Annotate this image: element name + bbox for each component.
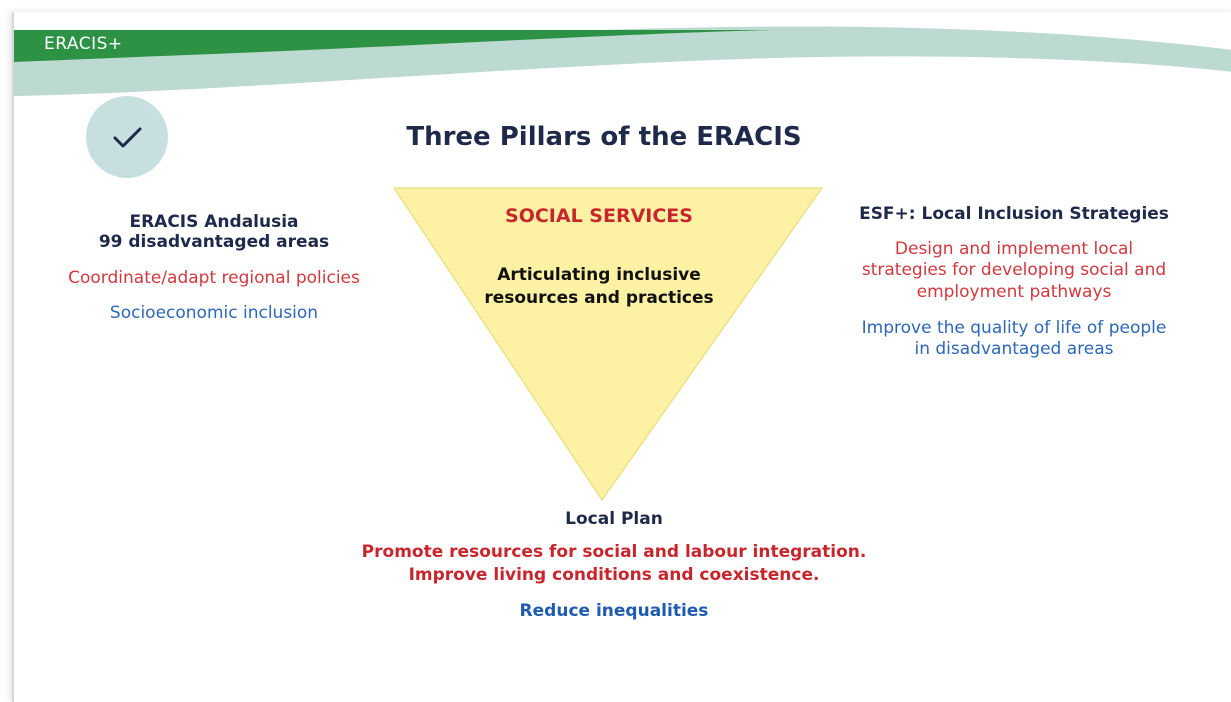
bottom-red-text: Promote resources for social and labour …: [361, 542, 867, 585]
slide: ERACIS+ Three Pillars of the ERACIS SOCI…: [12, 12, 1231, 702]
bottom-pillar: Local Plan Promote resources for social …: [304, 509, 924, 621]
right-heading: ESF+: Local Inclusion Strategies: [859, 204, 1169, 224]
triangle-body: Articulating inclusive resources and pra…: [484, 265, 714, 308]
header-label: ERACIS+: [44, 34, 123, 54]
right-red-text: Design and implement local strategies fo…: [861, 239, 1167, 302]
bottom-blue-text: Reduce inequalities: [519, 600, 709, 621]
left-heading-line1: ERACIS Andalusia: [129, 212, 299, 232]
left-heading: ERACIS Andalusia 99 disadvantaged areas: [34, 212, 394, 253]
left-red-text: Coordinate/adapt regional policies: [68, 267, 360, 288]
bottom-heading: Local Plan: [565, 509, 663, 529]
right-pillar: ESF+: Local Inclusion Strategies Design …: [824, 204, 1204, 360]
social-services-triangle: [394, 187, 824, 502]
left-heading-line2: 99 disadvantaged areas: [98, 232, 330, 253]
page-title: Three Pillars of the ERACIS: [406, 122, 802, 152]
checkmark-icon: [86, 96, 168, 178]
header-banner: [14, 26, 1231, 96]
left-blue-text: Socioeconomic inclusion: [109, 302, 319, 323]
left-pillar: ERACIS Andalusia 99 disadvantaged areas …: [34, 212, 394, 323]
right-blue-text: Improve the quality of life of people in…: [861, 317, 1167, 359]
triangle-heading: SOCIAL SERVICES: [505, 205, 693, 227]
banner-green-band: [14, 30, 774, 62]
